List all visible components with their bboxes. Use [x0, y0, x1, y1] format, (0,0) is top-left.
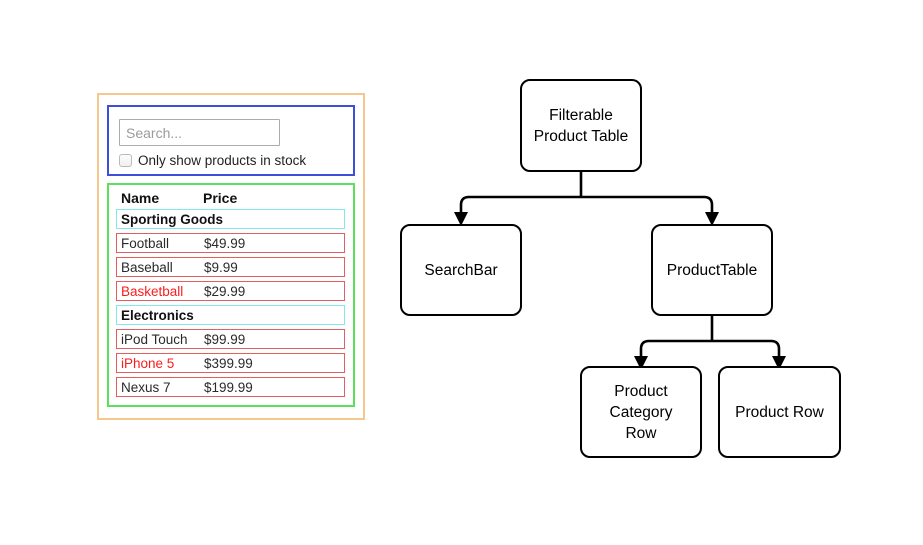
category-label: Sporting Goods	[121, 211, 223, 227]
column-header-name: Name	[121, 189, 160, 206]
product-row: Nexus 7 $199.99	[116, 377, 345, 397]
product-row: iPhone 5 $399.99	[116, 353, 345, 373]
search-input[interactable]	[119, 119, 280, 146]
node-product-row: Product Row	[718, 366, 841, 458]
node-label: Filterable Product Table	[533, 106, 629, 145]
category-row: Electronics	[116, 305, 345, 325]
product-table-panel: Name Price Sporting Goods Football $49.9…	[107, 183, 355, 407]
product-name: Nexus 7	[121, 379, 171, 395]
product-price: $49.99	[204, 235, 246, 251]
filterable-product-table-mockup: Only show products in stock Name Price S…	[97, 93, 365, 420]
edge-pt-children	[639, 339, 781, 358]
product-name: iPod Touch	[121, 331, 188, 347]
product-price: $9.99	[204, 259, 238, 275]
product-price: $399.99	[204, 355, 253, 371]
in-stock-filter: Only show products in stock	[119, 153, 353, 168]
product-name: iPhone 5	[121, 355, 175, 371]
edge-fpt-children	[459, 195, 714, 214]
node-label: SearchBar	[424, 261, 498, 279]
category-row: Sporting Goods	[116, 209, 345, 229]
node-label: Product Row	[735, 403, 824, 421]
product-price: $29.99	[204, 283, 246, 299]
product-name: Basketball	[121, 283, 184, 299]
search-panel: Only show products in stock	[107, 105, 355, 176]
product-row: Basketball $29.99	[116, 281, 345, 301]
table-rows: Sporting Goods Football $49.99 Baseball …	[116, 209, 353, 397]
node-label: ProductTable	[666, 261, 758, 279]
in-stock-label: Only show products in stock	[138, 153, 307, 168]
product-row: Baseball $9.99	[116, 257, 345, 277]
node-filterable-product-table: Filterable Product Table	[520, 79, 642, 172]
product-name: Football	[121, 235, 170, 251]
node-product-category-row: Product Category Row	[580, 366, 702, 458]
column-header-price: Price	[203, 189, 238, 206]
category-label: Electronics	[121, 307, 194, 323]
product-price: $199.99	[204, 379, 253, 395]
product-name: Baseball	[121, 259, 173, 275]
product-price: $99.99	[204, 331, 246, 347]
node-label: Product Category Row	[609, 382, 673, 442]
in-stock-checkbox[interactable]	[119, 154, 132, 167]
product-row: iPod Touch $99.99	[116, 329, 345, 349]
table-header: Name Price	[109, 188, 353, 207]
node-product-table: ProductTable	[651, 224, 773, 316]
node-search-bar: SearchBar	[400, 224, 522, 316]
product-row: Football $49.99	[116, 233, 345, 253]
